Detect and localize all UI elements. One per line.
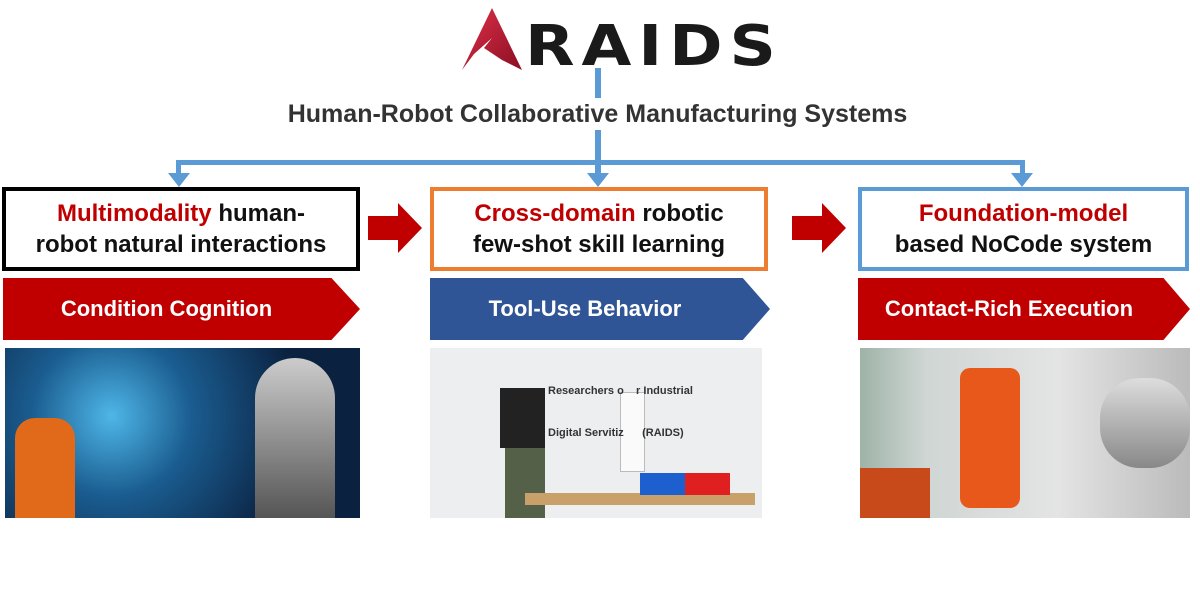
photo-industrial-robot: [860, 348, 1190, 518]
box-text: few-shot skill learning: [472, 231, 726, 258]
metal-cylinder: [1100, 378, 1190, 468]
banner-contact-rich-execution: Contact-Rich Execution: [858, 278, 1190, 340]
sign-text: Digital Servitiz (RAIDS): [548, 427, 684, 439]
box-text: human-: [211, 200, 305, 227]
raids-logo-icon: [462, 8, 522, 70]
logo-text: RAIDS: [525, 14, 783, 79]
arrow-right-icon: [368, 203, 422, 253]
arrow-down-icon: [1011, 173, 1033, 187]
person-legs: [505, 448, 545, 518]
box-highlight: Foundation-model: [918, 200, 1129, 227]
box-highlight: Cross-domain: [474, 200, 636, 227]
robot-figure: [620, 392, 645, 472]
connector-line: [595, 68, 601, 98]
arrow-right-icon: [792, 203, 846, 253]
red-bin: [685, 473, 730, 495]
photo-human-robot-interaction: [5, 348, 360, 518]
blue-bin: [640, 473, 685, 495]
table: [525, 493, 755, 505]
connector-line: [595, 130, 601, 178]
box-cross-domain: Cross-domain robotic few-shot skill learn…: [430, 187, 768, 271]
equipment: [860, 468, 930, 518]
box-text: robotic: [635, 200, 724, 227]
box-highlight: Multimodality: [56, 200, 212, 227]
box-foundation-model: Foundation-model based NoCode system: [858, 187, 1189, 271]
connector-line: [1020, 160, 1025, 175]
robot-arm: [960, 368, 1020, 508]
sign-text: Researchers o r Industrial: [548, 385, 693, 397]
page-title: Human-Robot Collaborative Manufacturing …: [287, 100, 908, 128]
box-multimodality: Multimodality human-robot natural intera…: [2, 187, 360, 271]
person-figure: [500, 388, 545, 448]
banner-tool-use-behavior: Tool-Use Behavior: [430, 278, 770, 340]
box-text: robot natural interactions: [35, 231, 327, 258]
arrow-down-icon: [587, 173, 609, 187]
connector-line: [176, 160, 181, 175]
banner-condition-cognition: Condition Cognition: [3, 278, 360, 340]
sign: Researchers o r Industrial Digital Servi…: [548, 356, 748, 439]
arrow-down-icon: [168, 173, 190, 187]
arrowheads: [168, 173, 1033, 187]
photo-tool-use-robot: Researchers o r Industrial Digital Servi…: [430, 348, 762, 518]
robot-figure: [255, 358, 335, 518]
connector-line: [176, 160, 1025, 165]
worker-figure: [15, 418, 75, 518]
box-text: based NoCode system: [894, 231, 1153, 258]
